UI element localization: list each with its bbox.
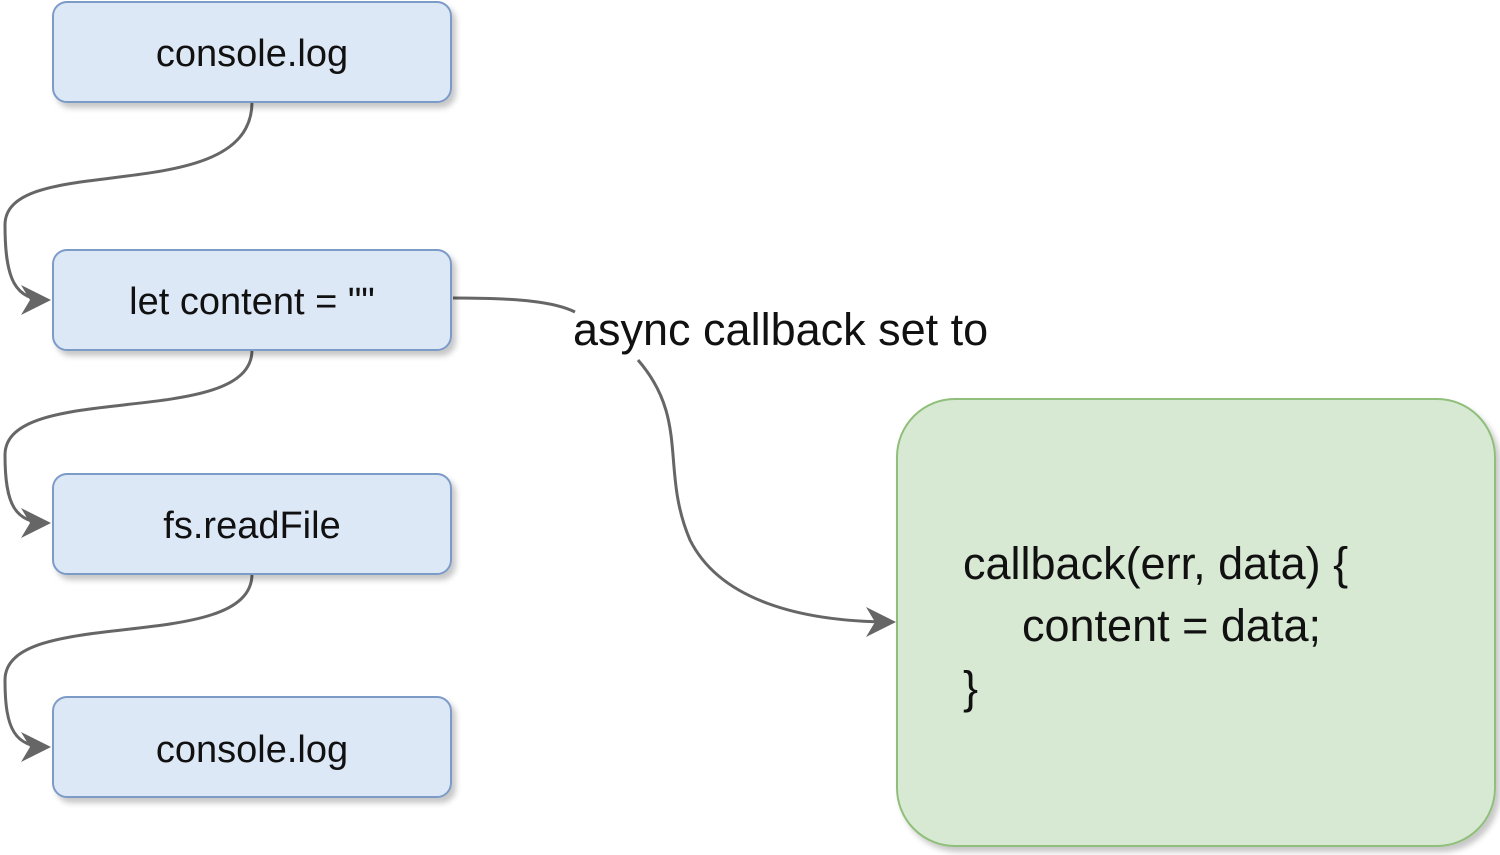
node-step4[interactable]: console.log (52, 696, 452, 798)
callback-line-2: content = data; (1022, 600, 1321, 651)
node-step2-shape (52, 249, 452, 351)
edge-step1-step2 (3, 101, 254, 315)
edge-step2-callback (452, 296, 893, 622)
callback-line-1: callback(err, data) { (963, 538, 1348, 589)
node-callback[interactable]: callback(err, data) { content = data; } (896, 398, 1496, 847)
node-step1-label: console.log (156, 33, 348, 75)
node-step3-label: fs.readFile (163, 505, 340, 547)
edge-label: async callback set to (573, 304, 988, 355)
node-step1-shape (52, 1, 452, 103)
node-step2-label: let content = "" (129, 281, 375, 323)
callback-line-3: } (963, 662, 978, 713)
edge-step3-step4 (3, 573, 254, 762)
node-step4-shape (52, 696, 452, 798)
node-step3[interactable]: fs.readFile (52, 473, 452, 575)
node-step1[interactable]: console.log (52, 1, 452, 103)
node-step4-label: console.log (156, 729, 348, 771)
node-callback-shape (896, 398, 1496, 847)
node-step3-shape (52, 473, 452, 575)
edge-step2-step3 (3, 349, 254, 538)
node-step2[interactable]: let content = "" (52, 249, 452, 351)
